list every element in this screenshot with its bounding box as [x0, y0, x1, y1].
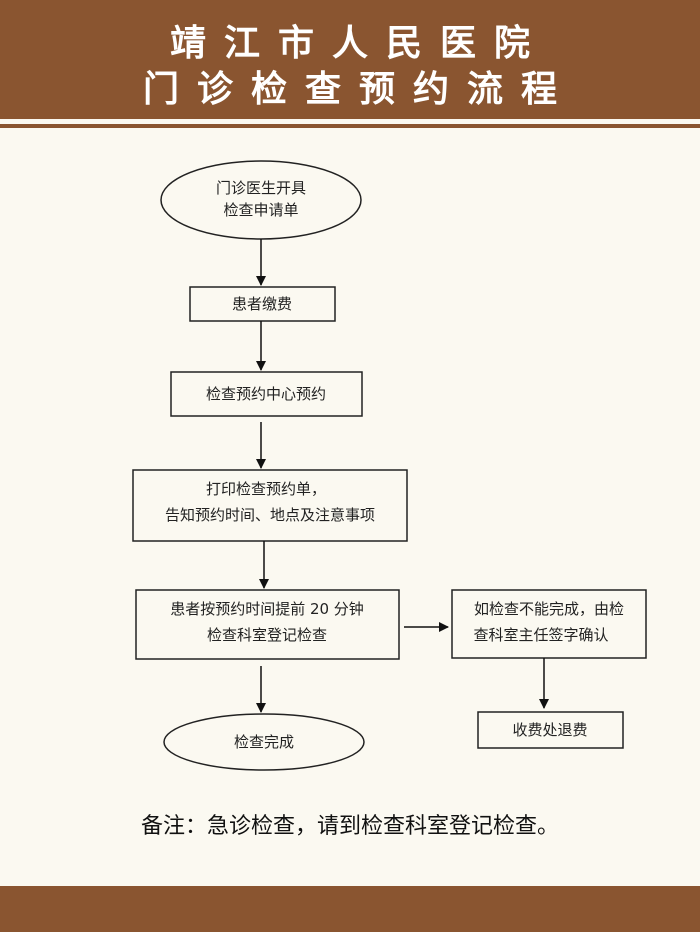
process-title: 门诊检查预约流程	[142, 69, 575, 110]
header-banner: 靖江市人民医院 门诊检查预约流程	[0, 0, 700, 119]
start-node-line1: 门诊医生开具	[216, 179, 306, 197]
register-node-line2: 检查科室登记检查	[207, 626, 327, 644]
end-node-label: 检查完成	[234, 733, 294, 751]
register-node-line1: 患者按预约时间提前 20 分钟	[170, 600, 364, 618]
footnote: 备注：急诊检查，请到检查科室登记检查。	[140, 814, 559, 839]
print-node-line1: 打印检查预约单，	[206, 480, 326, 498]
pay-node	[189, 286, 336, 322]
pay-node-label: 患者缴费	[232, 295, 292, 313]
reserve-node	[170, 371, 363, 417]
fail-node	[451, 589, 647, 659]
print-node-line2: 告知预约时间、地点及注意事项	[165, 506, 375, 524]
fail-node-line2: 查科室主任签字确认	[473, 626, 608, 644]
reserve-node-label: 检查预约中心预约	[206, 385, 326, 403]
hospital-title: 靖江市人民医院	[169, 23, 548, 64]
footer-bar	[0, 886, 700, 932]
header-divider	[0, 124, 700, 128]
register-node	[135, 589, 400, 660]
fail-node-line1: 如检查不能完成，由检	[474, 600, 624, 618]
end-node	[163, 713, 365, 771]
refund-node	[477, 711, 624, 749]
start-node	[160, 160, 362, 240]
refund-node-label: 收费处退费	[512, 721, 587, 739]
start-node-line2: 检查申请单	[223, 201, 298, 219]
flowchart: 门诊医生开具 检查申请单 患者缴费 检查预约中心预约 打印检查预约单， 告知预约…	[132, 160, 647, 771]
print-node	[132, 469, 408, 542]
